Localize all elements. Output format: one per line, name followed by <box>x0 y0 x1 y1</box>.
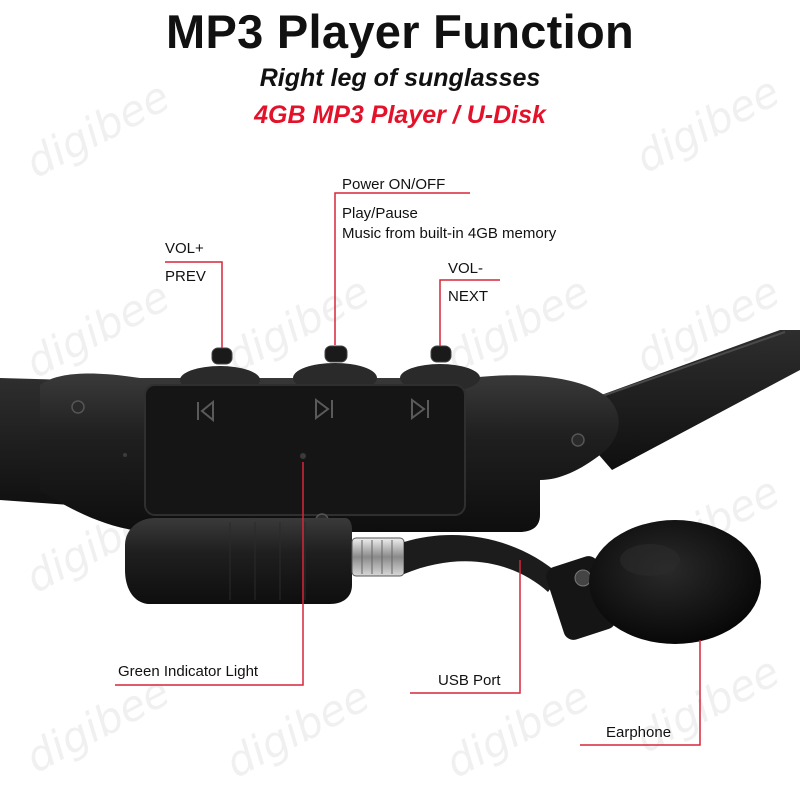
next-label: NEXT <box>448 288 489 305</box>
earphone-label: Earphone <box>606 724 672 741</box>
indicator-light <box>300 453 306 459</box>
power-label: Power ON/OFF <box>342 176 446 193</box>
feature-subtitle: 4GB MP3 Player / U-Disk <box>254 101 546 129</box>
earphone-boom <box>404 534 616 640</box>
screw <box>71 400 85 414</box>
prev-icon <box>197 399 214 423</box>
music-memory-label: Music from built-in 4GB memory <box>342 225 557 242</box>
prev-label: PREV <box>165 268 206 285</box>
power-button <box>324 345 348 363</box>
next-icon <box>411 398 429 420</box>
subtitle: Right leg of sunglasses <box>259 64 541 92</box>
page-title: MP3 Player Function <box>166 5 634 58</box>
usb-connector <box>351 537 405 577</box>
play-pause-label: Play/Pause <box>342 205 418 222</box>
vol-minus-label: VOL- <box>448 260 484 277</box>
green-indicator-label: Green Indicator Light <box>118 663 259 680</box>
mp3-housing <box>40 345 619 532</box>
leader-lines <box>115 192 701 746</box>
earphone-foam <box>589 520 761 644</box>
play-pause-icon <box>315 398 333 420</box>
vol-minus-button <box>430 345 452 363</box>
usb-housing <box>125 518 352 604</box>
usb-port-label: USB Port <box>438 672 501 689</box>
vol-plus-button <box>211 347 233 365</box>
screw <box>571 433 585 447</box>
vol-plus-label: VOL+ <box>165 240 204 257</box>
